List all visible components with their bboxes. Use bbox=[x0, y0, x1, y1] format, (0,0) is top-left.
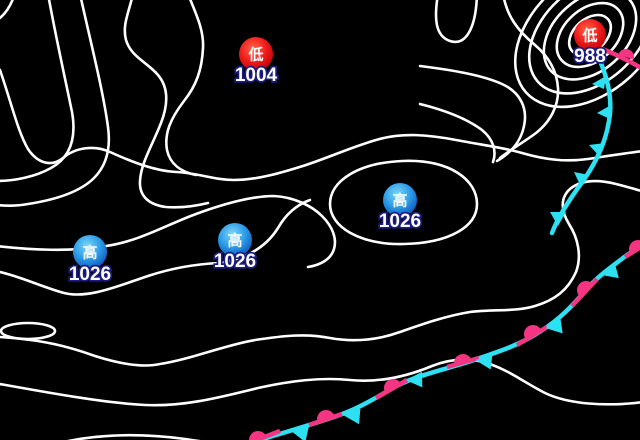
high-pressure-icon bbox=[383, 183, 417, 217]
warm-front-symbol bbox=[384, 379, 401, 393]
cold-front-symbol bbox=[592, 76, 606, 89]
isobar-line bbox=[0, 0, 75, 183]
high-symbol-text: 高 bbox=[392, 192, 407, 210]
warm-segment bbox=[570, 277, 599, 308]
low-pressure-marker: 低 1004 bbox=[233, 37, 279, 88]
cold-front-symbol bbox=[291, 426, 309, 440]
isobar-line bbox=[434, 0, 478, 44]
isobar-ring bbox=[542, 0, 638, 81]
stationary-front-warm-symbols bbox=[249, 240, 640, 440]
isobar-line bbox=[0, 198, 312, 296]
cold-front-symbol bbox=[550, 212, 566, 226]
high-symbol-text: 高 bbox=[227, 232, 242, 250]
isobar-line bbox=[67, 433, 201, 440]
warm-front-symbol bbox=[249, 431, 267, 440]
isobar-line bbox=[0, 0, 14, 20]
cold-front bbox=[549, 47, 613, 236]
isobar-closed bbox=[328, 159, 479, 246]
cold-front-symbol bbox=[574, 172, 589, 187]
high-pressure-icon bbox=[73, 235, 107, 269]
low-pressure-value: 988 bbox=[574, 46, 606, 67]
high-pressure-value: 1026 bbox=[69, 264, 111, 285]
isobar-line bbox=[418, 64, 527, 163]
isobar-line bbox=[0, 68, 640, 182]
isobar-line bbox=[418, 102, 496, 164]
isobar-ring bbox=[513, 0, 640, 109]
cold-front-symbol bbox=[343, 408, 361, 425]
isobar-line bbox=[123, 0, 210, 209]
warm-segment bbox=[515, 325, 549, 347]
isobar-line bbox=[0, 179, 640, 367]
low-symbol-text: 低 bbox=[581, 27, 597, 45]
low-pressure-icon bbox=[239, 37, 273, 71]
warm-segment bbox=[308, 411, 343, 428]
cold-front-symbol bbox=[475, 353, 493, 370]
warm-front-symbol bbox=[454, 354, 472, 366]
isobar-line bbox=[0, 0, 111, 207]
high-pressure-value: 1026 bbox=[214, 251, 256, 272]
pressure-markers: 低 1004 低 988 高 1026 高 1026 高 1026 bbox=[67, 19, 608, 287]
isobar-ring bbox=[527, 0, 640, 95]
warm-front-symbol bbox=[524, 325, 541, 339]
high-pressure-icon bbox=[218, 223, 252, 257]
low-pressure-marker: 低 988 bbox=[572, 19, 608, 69]
warm-front-symbol bbox=[317, 410, 335, 423]
warm-front-symbol bbox=[577, 281, 593, 297]
warm-front-symbol bbox=[618, 49, 634, 60]
low-pressure-value: 1004 bbox=[235, 65, 278, 86]
isobar-ring bbox=[555, 1, 625, 69]
stationary-front-cold-symbols bbox=[291, 262, 619, 440]
low-pressure-icon bbox=[574, 19, 606, 51]
high-pressure-marker: 高 1026 bbox=[377, 183, 423, 234]
cold-front-symbol bbox=[589, 143, 605, 157]
high-pressure-marker: 高 1026 bbox=[67, 235, 113, 287]
high-symbol-text: 高 bbox=[82, 244, 97, 262]
cold-front-symbol bbox=[601, 262, 619, 279]
high-pressure-marker: 高 1026 bbox=[212, 223, 258, 274]
stationary-front bbox=[249, 240, 640, 440]
low-symbol-text: 低 bbox=[247, 46, 263, 64]
isobar-line bbox=[0, 358, 640, 407]
warm-front-symbol bbox=[629, 240, 640, 255]
warm-segment bbox=[374, 378, 409, 400]
cold-front-symbol bbox=[406, 371, 423, 388]
isobar-line bbox=[165, 0, 205, 177]
cold-front-symbol bbox=[545, 317, 563, 334]
high-pressure-value: 1026 bbox=[379, 211, 421, 232]
cold-front-symbol bbox=[597, 105, 611, 119]
